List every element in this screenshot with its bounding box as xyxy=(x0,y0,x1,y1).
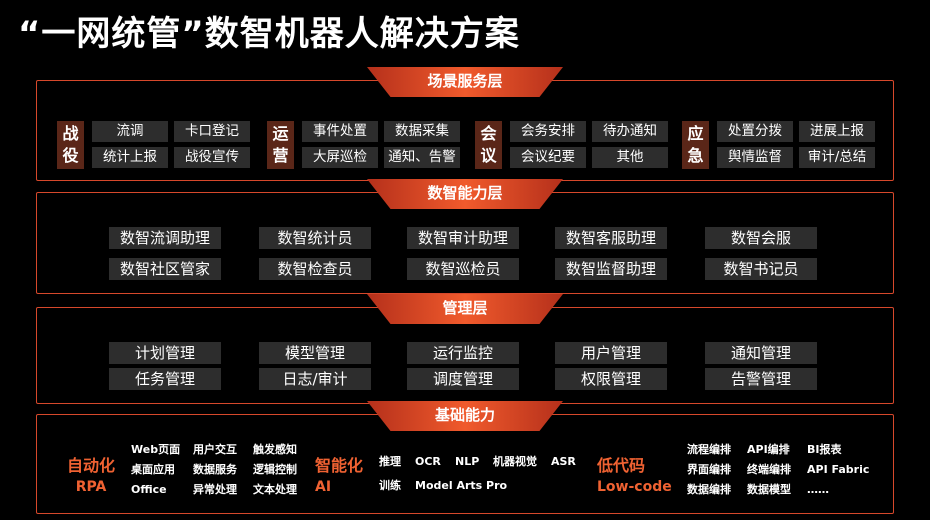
group-tag: 应急 xyxy=(682,121,709,169)
rpa-item: 逻辑控制 xyxy=(253,463,297,476)
capability-item: 数智会服 xyxy=(705,227,817,249)
foundation-layer-header: 基础能力 xyxy=(367,401,563,431)
ai-item: 机器视觉 xyxy=(493,455,537,468)
management-item: 日志/审计 xyxy=(259,368,371,390)
group-tag: 战役 xyxy=(57,121,84,169)
scene-item: 其他 xyxy=(592,147,668,168)
capability-item: 数智客服助理 xyxy=(555,227,667,249)
scene-service-layer: 场景服务层 战役 流调 卡口登记 统计上报 战役宣传 运营 事件处置 数据采集 … xyxy=(36,67,894,181)
management-item: 用户管理 xyxy=(555,342,667,364)
ai-title: 智能化 xyxy=(315,456,364,475)
capability-item: 数智监督助理 xyxy=(555,258,667,280)
lowcode-label: 低代码 Low-code xyxy=(597,455,683,497)
scene-item: 处置分拨 xyxy=(717,121,793,142)
ai-item: 训练 xyxy=(379,479,401,492)
lowcode-subtitle: Low-code xyxy=(597,479,672,495)
scene-item: 进展上报 xyxy=(799,121,875,142)
lowcode-item: 流程编排 xyxy=(687,443,731,456)
capability-item: 数智流调助理 xyxy=(109,227,221,249)
management-item: 任务管理 xyxy=(109,368,221,390)
management-item: 运行监控 xyxy=(407,342,519,364)
scene-item: 会议纪要 xyxy=(510,147,586,168)
management-item: 调度管理 xyxy=(407,368,519,390)
rpa-item: Office xyxy=(131,483,167,496)
management-layer: 管理层 计划管理 模型管理 运行监控 用户管理 通知管理 任务管理 日志/审计 … xyxy=(36,294,894,404)
management-item: 权限管理 xyxy=(555,368,667,390)
foundation-layer: 基础能力 自动化 RPA Web页面 用户交互 触发感知 桌面应用 数据服务 逻… xyxy=(36,401,894,514)
capability-item: 数智巡检员 xyxy=(407,258,519,280)
capability-item: 数智统计员 xyxy=(259,227,371,249)
ai-label: 智能化 AI xyxy=(315,455,375,497)
capability-item: 数智检查员 xyxy=(259,258,371,280)
scene-item: 会务安排 xyxy=(510,121,586,142)
scene-item: 事件处置 xyxy=(302,121,378,142)
capability-item: 数智社区管家 xyxy=(109,258,221,280)
management-item: 告警管理 xyxy=(705,368,817,390)
rpa-item: 异常处理 xyxy=(193,483,237,496)
group-tag: 会议 xyxy=(475,121,502,169)
scene-item: 大屏巡检 xyxy=(302,147,378,168)
scene-item: 战役宣传 xyxy=(174,147,250,168)
lowcode-item: API Fabric xyxy=(807,463,870,476)
management-item: 计划管理 xyxy=(109,342,221,364)
management-item: 模型管理 xyxy=(259,342,371,364)
rpa-item: 数据服务 xyxy=(193,463,237,476)
lowcode-item: API编排 xyxy=(747,443,790,456)
capability-item: 数智审计助理 xyxy=(407,227,519,249)
lowcode-title: 低代码 xyxy=(597,456,646,475)
scene-item: 统计上报 xyxy=(92,147,168,168)
lowcode-item: BI报表 xyxy=(807,443,842,456)
capability-layer: 数智能力层 数智流调助理 数智统计员 数智审计助理 数智客服助理 数智会服 数智… xyxy=(36,179,894,294)
lowcode-item: 界面编排 xyxy=(687,463,731,476)
ai-item: ASR xyxy=(551,455,576,468)
rpa-item: 用户交互 xyxy=(193,443,237,456)
ai-item: 推理 xyxy=(379,455,401,468)
rpa-label: 自动化 RPA xyxy=(55,455,127,497)
ai-item: Model Arts Pro xyxy=(415,479,508,492)
management-item: 通知管理 xyxy=(705,342,817,364)
management-layer-header: 管理层 xyxy=(367,294,563,324)
scene-item: 流调 xyxy=(92,121,168,142)
lowcode-item: 数据模型 xyxy=(747,483,791,496)
rpa-item: 触发感知 xyxy=(253,443,297,456)
rpa-subtitle: RPA xyxy=(75,479,107,495)
lowcode-item: …… xyxy=(807,483,829,496)
scene-item: 数据采集 xyxy=(384,121,460,142)
lowcode-item: 终端编排 xyxy=(747,463,791,476)
ai-item: NLP xyxy=(455,455,480,468)
scene-item: 审计/总结 xyxy=(799,147,875,168)
lowcode-item: 数据编排 xyxy=(687,483,731,496)
ai-item: OCR xyxy=(415,455,441,468)
scene-item: 待办通知 xyxy=(592,121,668,142)
group-tag: 运营 xyxy=(267,121,294,169)
scene-item: 卡口登记 xyxy=(174,121,250,142)
capability-item: 数智书记员 xyxy=(705,258,817,280)
rpa-item: 桌面应用 xyxy=(131,463,175,476)
scene-layer-header: 场景服务层 xyxy=(367,67,563,97)
scene-item: 舆情监督 xyxy=(717,147,793,168)
scene-item: 通知、告警 xyxy=(384,147,460,168)
rpa-item: Web页面 xyxy=(131,443,181,456)
capability-layer-header: 数智能力层 xyxy=(367,179,563,209)
rpa-item: 文本处理 xyxy=(253,483,297,496)
ai-subtitle: AI xyxy=(315,479,332,495)
rpa-title: 自动化 xyxy=(66,456,115,475)
page-title: “一网统管”数智机器人解决方案 xyxy=(18,14,520,54)
